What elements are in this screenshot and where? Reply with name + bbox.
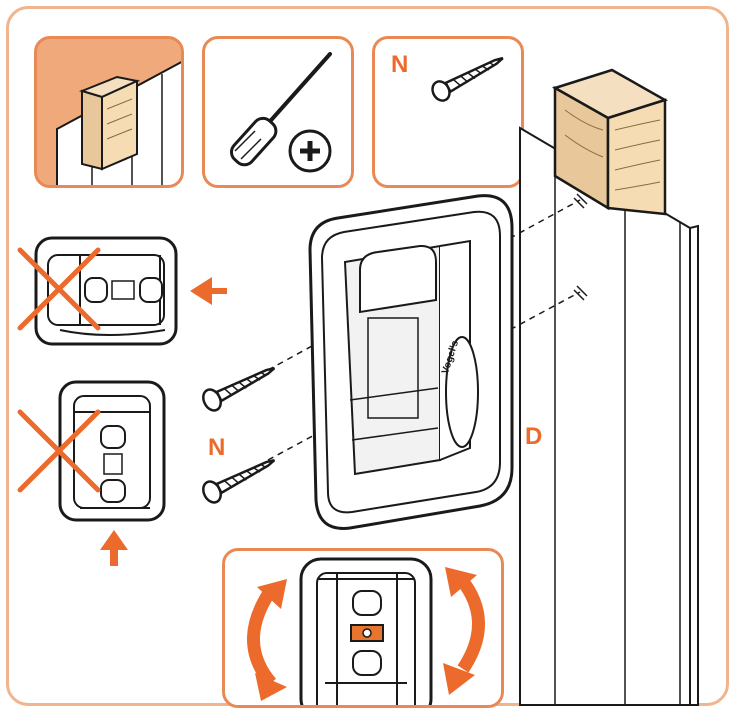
screw-icon [431,56,504,102]
arrow-icon [190,277,227,305]
bracket-front-view [299,557,433,705]
red-x-icon [17,247,101,331]
arrow-icon [100,530,128,566]
wood-stud-wall-icon [56,61,181,185]
screw-pack-label: N [391,51,409,78]
rotate-level-panel [222,548,504,708]
phillips-screwdriver-icon [229,52,332,173]
screw-lower [202,459,276,504]
rotate-arrows-icon [247,567,485,701]
screw-upper [202,367,276,412]
screws-label: N [208,434,226,461]
screw-pack-panel: N [372,36,524,188]
mounting-bracket [308,194,514,530]
tool-panel [202,36,354,188]
wood-stud [551,68,669,216]
bracket-label: D [525,423,543,450]
wall-type-panel [34,36,184,188]
wrong-horizontal-bracket-inset [34,236,178,346]
wrong-upright-bracket-inset [58,380,166,522]
red-x-icon [17,409,101,493]
